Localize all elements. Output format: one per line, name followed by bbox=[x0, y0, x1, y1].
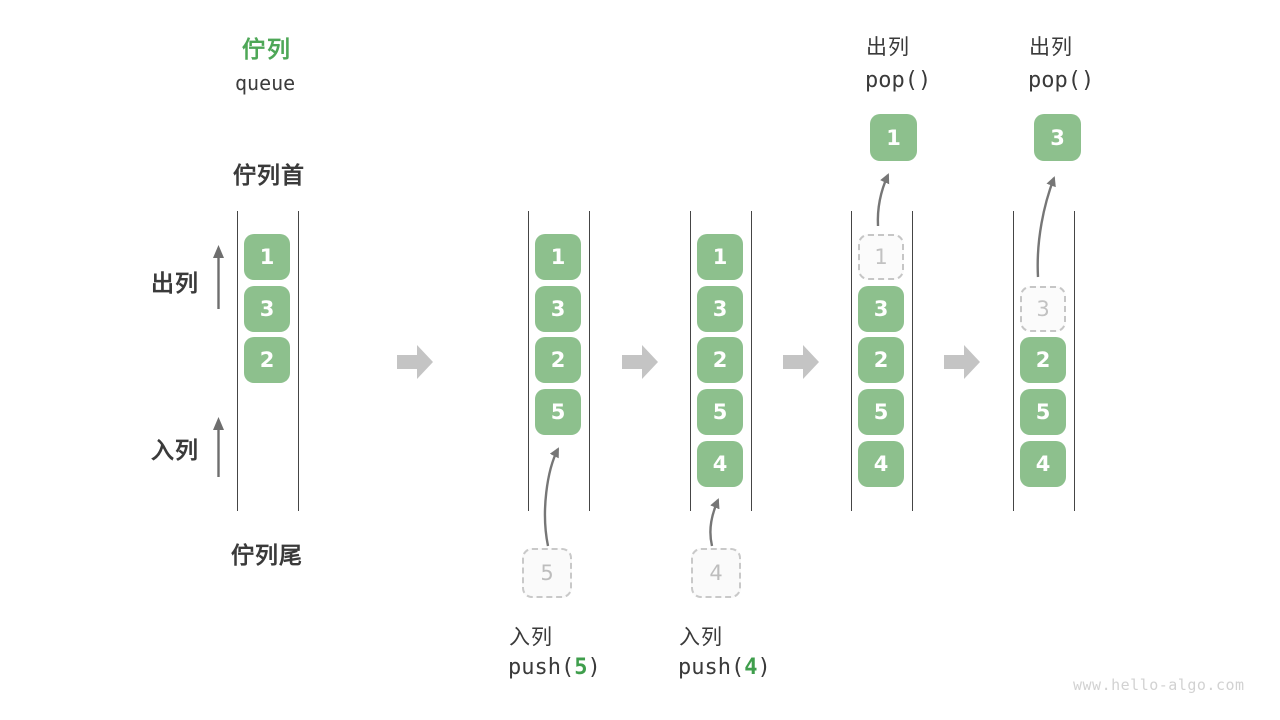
queue-cell: 1 bbox=[244, 234, 290, 280]
queue-cell: 4 bbox=[697, 441, 743, 487]
queue-cell: 5 bbox=[858, 389, 904, 435]
push-arrow-icon bbox=[543, 447, 560, 547]
rail bbox=[298, 211, 300, 511]
incoming-cell: 4 bbox=[691, 548, 741, 598]
call-open: push( bbox=[678, 655, 745, 680]
call-arg: 5 bbox=[574, 655, 588, 680]
block-arrow-icon bbox=[397, 345, 433, 379]
queue-cell: 3 bbox=[858, 286, 904, 332]
block-arrow-icon bbox=[622, 345, 658, 379]
queue-cell: 3 bbox=[535, 286, 581, 332]
rail bbox=[1074, 211, 1076, 511]
rail bbox=[912, 211, 914, 511]
queue-cell: 3 bbox=[244, 286, 290, 332]
queue-cell: 4 bbox=[1020, 441, 1066, 487]
queue-cell: 1 bbox=[697, 234, 743, 280]
watermark: www.hello-algo.com bbox=[1073, 676, 1245, 694]
queue-rear-label: 佇列尾 bbox=[231, 542, 303, 568]
call-close: ) bbox=[587, 655, 601, 680]
queue-cell: 5 bbox=[535, 389, 581, 435]
enqueue-side-label: 入列 bbox=[151, 437, 199, 463]
queue-cell: 2 bbox=[697, 337, 743, 383]
queue-front-label: 佇列首 bbox=[233, 162, 305, 188]
page-subtitle: queue bbox=[235, 71, 296, 95]
dequeue-side-label: 出列 bbox=[151, 270, 199, 296]
operation-arrows bbox=[543, 173, 1056, 547]
queue-cell: 2 bbox=[858, 337, 904, 383]
rail bbox=[1013, 211, 1015, 511]
pop-arrow-icon bbox=[876, 173, 890, 227]
queue-cell: 3 bbox=[697, 286, 743, 332]
call-open: push( bbox=[508, 655, 575, 680]
direction-arrowheads bbox=[213, 245, 224, 430]
push-call-label: push(5) bbox=[508, 655, 601, 680]
queue-cell: 1 bbox=[535, 234, 581, 280]
queue-cell: 5 bbox=[1020, 389, 1066, 435]
call-close: ) bbox=[757, 655, 771, 680]
block-arrow-icon bbox=[783, 345, 819, 379]
push-call-label: push(4) bbox=[678, 655, 771, 680]
pop-arrow-icon bbox=[1036, 176, 1056, 278]
rail bbox=[751, 211, 753, 511]
call-arg: 4 bbox=[744, 655, 758, 680]
popped-cell: 1 bbox=[870, 114, 917, 161]
block-arrow-icon bbox=[944, 345, 980, 379]
dequeue-op-label: 出列 bbox=[1029, 36, 1073, 59]
arrowhead-icon bbox=[213, 245, 224, 258]
rail bbox=[237, 211, 239, 511]
dequeue-op-label: 出列 bbox=[866, 36, 910, 59]
arrowhead-icon bbox=[213, 417, 224, 430]
rail bbox=[851, 211, 853, 511]
enqueue-op-label: 入列 bbox=[679, 626, 723, 649]
page-title: 佇列 bbox=[242, 36, 292, 62]
queue-cell: 2 bbox=[244, 337, 290, 383]
rail bbox=[690, 211, 692, 511]
queue-cell: 5 bbox=[697, 389, 743, 435]
queue-cell-ghost: 1 bbox=[858, 234, 904, 280]
incoming-cell: 5 bbox=[522, 548, 572, 598]
queue-cell: 4 bbox=[858, 441, 904, 487]
enqueue-op-label: 入列 bbox=[509, 626, 553, 649]
rail bbox=[589, 211, 591, 511]
queue-cell: 2 bbox=[535, 337, 581, 383]
queue-cell: 2 bbox=[1020, 337, 1066, 383]
pop-call-label: pop() bbox=[865, 68, 932, 93]
push-arrow-icon bbox=[709, 498, 720, 547]
rail bbox=[528, 211, 530, 511]
queue-cell-ghost: 3 bbox=[1020, 286, 1066, 332]
popped-cell: 3 bbox=[1034, 114, 1081, 161]
pop-call-label: pop() bbox=[1028, 68, 1095, 93]
